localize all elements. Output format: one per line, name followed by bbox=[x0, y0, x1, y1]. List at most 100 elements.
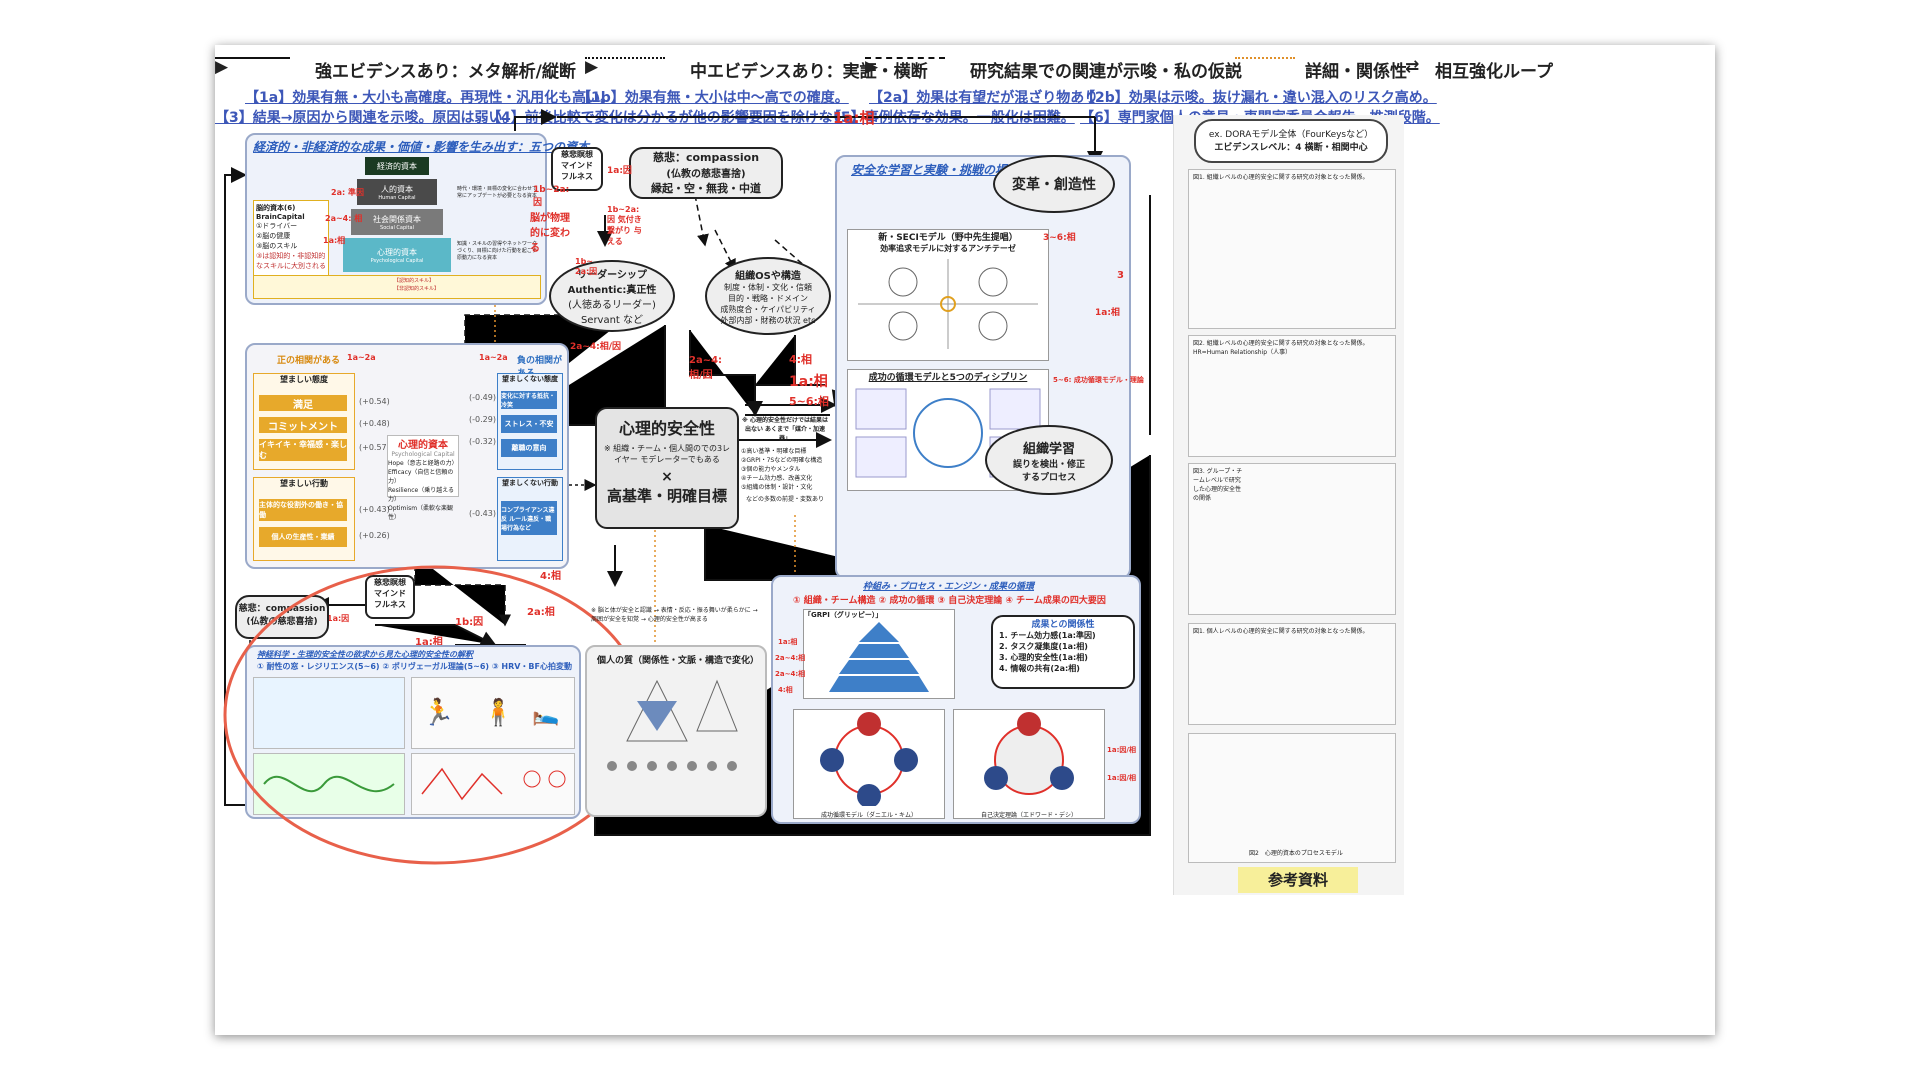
negative-behavior-1: コンプライアンス違反 ルール違反・職場行為など bbox=[501, 501, 557, 535]
label-top-1a: 1a:相 bbox=[833, 109, 875, 127]
evidence-2b: 【2b】効果は示唆。抜け漏れ・違い混入のリスク高め。 bbox=[1081, 90, 1437, 106]
compassion-top-line3: 縁起・空・無我・中道 bbox=[651, 182, 761, 195]
framework-sub: ① 組織・チーム構造 ② 成功の循環 ③ 自己決定理論 ④ チーム成果の四大要因 bbox=[793, 596, 1106, 606]
leadership-line4: Servant など bbox=[580, 315, 644, 326]
label-4-learning: 4:相 bbox=[789, 353, 813, 366]
label-4-bottom: 4:相 bbox=[540, 571, 561, 582]
psycap-item-3: Resilience（乗り越える力） bbox=[388, 487, 455, 503]
ref-fig5-caption: 図2 心理的資本のプロセスモデル bbox=[1249, 850, 1343, 857]
hrv-graphic bbox=[421, 767, 566, 801]
neg-act-val-1: (-0.43) bbox=[469, 509, 496, 518]
ref-fig3-caption: 図3. グループ・チームレベルで研究した心理的安全性の関係 bbox=[1193, 468, 1243, 502]
pyramid-human-label: 人的資本 bbox=[381, 184, 413, 194]
label-1a-learning: 1a:相 bbox=[789, 374, 828, 390]
psycap-box: 心理的資本 Psychological Capital Hope（意志と経路の力… bbox=[387, 435, 459, 521]
capital-footer-title2: 【非認知的スキル】 bbox=[394, 286, 440, 292]
positive-attitude-title: 望ましい態度 bbox=[280, 375, 328, 384]
compassion-bottom: 慈悲：compassion (仏教の慈悲喜捨) bbox=[235, 595, 329, 639]
positive-attitude-3: イキイキ・幸福感・楽しむ bbox=[259, 439, 347, 461]
seci-model: 新・SECIモデル（野中先生提唱） 効率追求モデルに対するアンチテーゼ bbox=[847, 229, 1049, 361]
org-learning-line3: するプロセス bbox=[1021, 472, 1076, 483]
reference-figure-5: 図2 心理的資本のプロセスモデル bbox=[1188, 733, 1396, 863]
grpi-box: 「GRPI（グリッピー）」 bbox=[803, 609, 955, 699]
pyramid-psych-sub: Psychological Capital bbox=[370, 257, 424, 264]
psych-safety-goal: 高基準・明確目標 bbox=[606, 487, 727, 505]
legend-medium: 中エビデンスあり：実証・横断 bbox=[690, 62, 928, 82]
psych-safety-note-box: ※ 心理的安全性だけでは結果は出ない あくまで「媒介・加速器」 ①高い基準・明確… bbox=[741, 415, 829, 503]
correlation-panel: 正の相関がある 負の相関がある 1a~2a 1a~2a 望ましい態度 満足 コミ… bbox=[245, 343, 569, 569]
pyramid-social: 社会関係資本 Social Capital bbox=[351, 209, 443, 235]
legend-loop: 相互強化ループ bbox=[1435, 62, 1553, 82]
psych-safety-node: 心理的安全性 ※ 組織・チーム・個人間のでの3レイヤー モデレーターでもある ×… bbox=[595, 407, 739, 529]
polyvagal-figures: 🏃 🧍 🛌 bbox=[411, 677, 575, 749]
psych-safety-note: ※ 組織・チーム・個人間のでの3レイヤー モデレーターでもある bbox=[603, 444, 731, 464]
reference-title: 参考資料 bbox=[1238, 867, 1358, 893]
framework-panel: 枠組み・プロセス・エンジン・成果の循環 ① 組織・チーム構造 ② 成功の循環 ③… bbox=[771, 575, 1141, 824]
brain-title: 脳的資本(6) BrainCapital bbox=[256, 204, 305, 221]
psych-note-head: ※ 心理的安全性だけでは結果は出ない あくまで「媒介・加速器」 bbox=[742, 417, 828, 442]
negative-attitude-title: 望ましくない態度 bbox=[502, 375, 558, 383]
pos-val-2: (+0.48) bbox=[359, 419, 390, 428]
capital-footer: 【認知的スキル】 【非認知的スキル】 bbox=[253, 275, 541, 299]
leadership-node: リーダーシップ Authentic:真正性 (人徳あるリーダー) Servant… bbox=[549, 260, 675, 332]
psych-note-item-1: ①高い基準・明確な目標 bbox=[741, 448, 807, 455]
evidence-3: 【3】結果→原因から関連を示唆。原因は弱い。 bbox=[215, 110, 517, 126]
capital-note-1: 時代・環境・目標の変化に合わせて常にアップデートが必要となる資本 bbox=[457, 186, 538, 199]
sdt-label: 自己決定理論（エドワード・デシ） bbox=[980, 812, 1077, 819]
grpi-title: 「GRPI（グリッピー）」 bbox=[804, 611, 883, 619]
hrv-chart bbox=[411, 753, 575, 815]
evidence-2a: 【2a】効果は有望だが混ざり物あり bbox=[869, 90, 1099, 106]
pyramid-social-sub: Social Capital bbox=[380, 224, 414, 231]
evidence-1a: 【1a】効果有無・大小も高確度。再現性・汎用化も高い。 bbox=[245, 90, 615, 106]
individual-panel: ※ 脳と体が安全と認識 → 表情・反応・振る舞いが柔らかに → 周囲が安全を知覚… bbox=[585, 607, 767, 817]
capital-panel-title: 経済的・非経済的な成果・価値・影響を生み出す：五つの資本 bbox=[253, 140, 590, 154]
diagram-sheet: ▶ 強エビデンスあり：メタ解析/縦断 ▶ 中エビデンスあり：実証・横断 ▶ 研究… bbox=[215, 45, 1715, 1035]
psycap-item-2: Efficacy（自信と信頼の力） bbox=[388, 469, 454, 485]
success-cycle-graphic bbox=[820, 712, 918, 808]
label-1a-compassion: 1a:因 bbox=[327, 614, 350, 623]
neg-val-2: (-0.29) bbox=[469, 415, 496, 424]
neuro-panel: 神経科学・生理的安全性の欲求から見た心理的安全性の解釈 ① 耐性の窓・レジリエン… bbox=[245, 645, 581, 819]
label-1a-learning-loop: 1a:相 bbox=[1095, 308, 1120, 318]
negative-behavior-title: 望ましくない行動 bbox=[502, 479, 558, 487]
legend-strong: 強エビデンスあり：メタ解析/縦断 bbox=[315, 62, 576, 82]
org-os-line1: 制度・体制・文化・信頼 bbox=[724, 282, 812, 292]
psych-note-item-5: ⑤組織の体制・設計・文化 bbox=[741, 484, 813, 491]
seci-quadrant-graphic bbox=[858, 259, 1038, 349]
pos-act-val-1: (+0.43) bbox=[359, 505, 390, 514]
neuro-sub: ① 耐性の窓・レジリエンス(5~6) ② ポリヴェーガル理論(5~6) ③ HR… bbox=[257, 662, 572, 671]
cycle-note: 5~6: 成功循環モデル・理論 bbox=[1053, 376, 1144, 384]
framework-label-4: 4:相 bbox=[778, 686, 793, 694]
positive-behavior-1: 主体的な役割外の働き・協働 bbox=[259, 499, 347, 521]
legend: ▶ 強エビデンスあり：メタ解析/縦断 ▶ 中エビデンスあり：実証・横断 ▶ 研究… bbox=[215, 57, 1553, 82]
psycap-item-4: Optimism（柔軟な楽観性） bbox=[388, 505, 454, 521]
negative-attitude-2: ストレス・不安 bbox=[501, 415, 557, 433]
label-1b-bottom: 1b:因 bbox=[455, 617, 484, 628]
relation-box: 成果との関係性 1. チーム効力感(1a:準因) 2. タスク凝集度(1a:相)… bbox=[991, 615, 1135, 689]
psycap-sub: Psychological Capital bbox=[391, 451, 455, 458]
dora-line1: ex. DORAモデル全体（FourKeysなど） bbox=[1208, 130, 1374, 140]
meditation-bottom-1: 慈悲瞑想 bbox=[374, 578, 406, 587]
org-os-line3: 成熟度合・ケイパビリティ bbox=[720, 304, 816, 314]
framework-label-3: 2a~4:相 bbox=[775, 670, 806, 678]
compassion-top-title: 慈悲：compassion bbox=[652, 151, 760, 164]
org-learning-title: 組織学習 bbox=[1022, 441, 1075, 457]
window-tolerance-chart bbox=[253, 677, 405, 749]
individual-title: 個人の質（関係性・文脈・構造で変化） bbox=[597, 656, 760, 666]
meditation-bottom: 慈悲瞑想 マインド フルネス bbox=[365, 575, 415, 619]
reference-figure-2: 図2. 組織レベルの心理的安全に関する研究の対象となった関係。HR=Human … bbox=[1188, 335, 1396, 457]
compassion-top: 慈悲：compassion (仏教の慈悲喜捨) 縁起・空・無我・中道 bbox=[629, 147, 783, 199]
label-36: 3~6:相 bbox=[1043, 233, 1076, 243]
sdt-diagram: 自己決定理論（エドワード・デシ） bbox=[953, 709, 1105, 819]
pyramid-economic: 経済的資本 bbox=[365, 157, 429, 175]
legend-orange-dotted bbox=[1235, 57, 1295, 59]
positive-attitude-2: コミットメント bbox=[259, 417, 347, 433]
legend-hypothesis: 研究結果での関連が示唆・私の仮説 bbox=[970, 62, 1242, 82]
brain-item-3: ③脳のスキル bbox=[256, 242, 298, 250]
safe-learning-panel: 安全な学習と実験・挑戦の場 新・SECIモデル（野中先生提唱） 効率追求モデルに… bbox=[835, 155, 1144, 579]
relation-item-1: 1. チーム効力感(1a:準因) bbox=[999, 631, 1096, 640]
negative-attitude-3: 離職の意向 bbox=[501, 439, 557, 457]
org-learning-line2: 誤りを検出・修正 bbox=[1012, 459, 1085, 470]
framework-label-2: 2a~4:相 bbox=[775, 654, 806, 662]
pyramid-human: 人的資本 Human Capital bbox=[357, 179, 437, 205]
